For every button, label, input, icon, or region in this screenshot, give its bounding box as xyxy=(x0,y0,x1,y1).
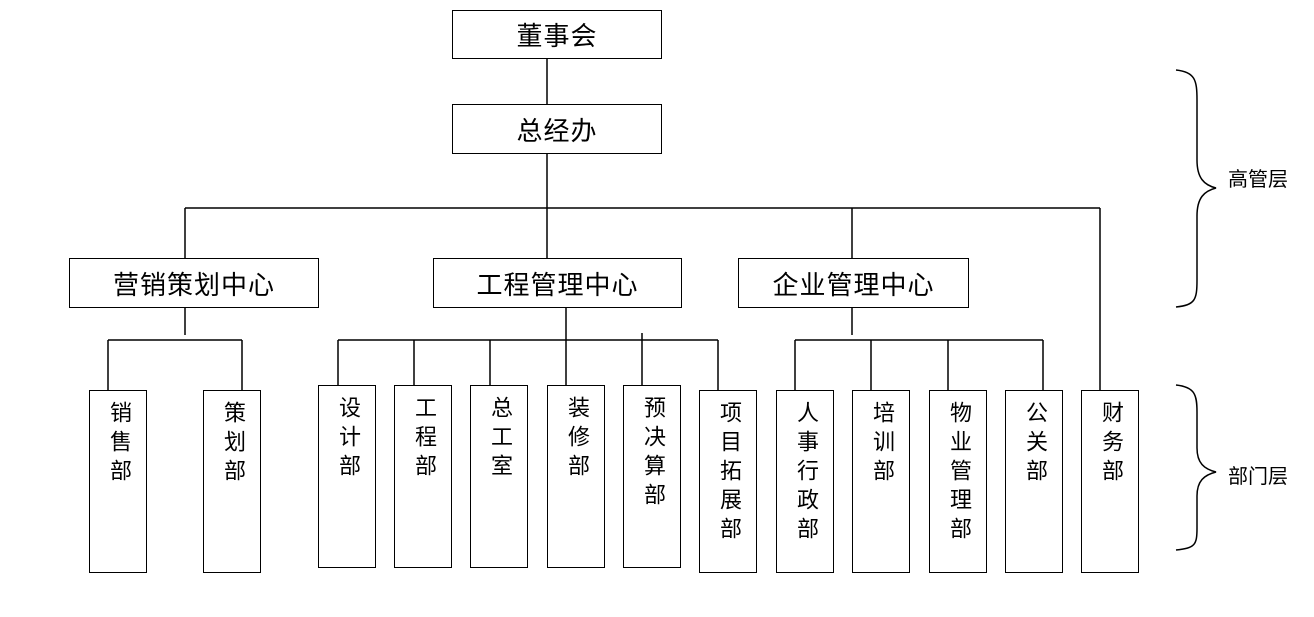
dept-training-label: 培训部 xyxy=(869,401,894,488)
dept-design-label: 设计部 xyxy=(335,396,360,483)
dept-budget-label: 预决算部 xyxy=(640,396,665,512)
dept-decoration-box: 装修部 xyxy=(547,385,605,568)
brace-department xyxy=(1175,384,1217,551)
enterprise-center-label: 企业管理中心 xyxy=(772,270,935,301)
dept-sales-box: 销售部 xyxy=(89,390,147,573)
dept-chief-engineer-label: 总工室 xyxy=(487,396,512,483)
marketing-center-box: 营销策划中心 xyxy=(69,258,319,308)
dept-finance-label: 财务部 xyxy=(1098,401,1123,488)
enterprise-center-box: 企业管理中心 xyxy=(738,258,969,308)
dept-project-expansion-label: 项目拓展部 xyxy=(716,401,741,546)
board-box: 董事会 xyxy=(452,10,662,59)
gm-office-label: 总经办 xyxy=(516,116,598,147)
dept-sales-label: 销售部 xyxy=(106,401,131,488)
brace-senior xyxy=(1175,69,1217,308)
dept-property-label: 物业管理部 xyxy=(946,401,971,546)
senior-level-label: 高管层 xyxy=(1228,167,1288,191)
engineering-center-label: 工程管理中心 xyxy=(476,270,639,301)
dept-chief-engineer-box: 总工室 xyxy=(470,385,528,568)
dept-finance-box: 财务部 xyxy=(1081,390,1139,573)
dept-project-expansion-box: 项目拓展部 xyxy=(699,390,757,573)
engineering-center-box: 工程管理中心 xyxy=(433,258,682,308)
board-label: 董事会 xyxy=(516,22,598,52)
dept-planning-label: 策划部 xyxy=(220,401,245,488)
dept-engineering-box: 工程部 xyxy=(394,385,452,568)
dept-hr-admin-label: 人事行政部 xyxy=(793,401,818,546)
dept-budget-box: 预决算部 xyxy=(623,385,681,568)
department-level-label: 部门层 xyxy=(1228,464,1288,488)
dept-design-box: 设计部 xyxy=(318,385,376,568)
gm-office-box: 总经办 xyxy=(452,104,662,154)
dept-engineering-label: 工程部 xyxy=(411,396,436,483)
dept-pr-label: 公关部 xyxy=(1022,401,1047,488)
dept-planning-box: 策划部 xyxy=(203,390,261,573)
dept-training-box: 培训部 xyxy=(852,390,910,573)
marketing-center-label: 营销策划中心 xyxy=(112,270,275,301)
dept-decoration-label: 装修部 xyxy=(564,396,589,483)
dept-property-box: 物业管理部 xyxy=(929,390,987,573)
dept-pr-box: 公关部 xyxy=(1005,390,1063,573)
dept-hr-admin-box: 人事行政部 xyxy=(776,390,834,573)
